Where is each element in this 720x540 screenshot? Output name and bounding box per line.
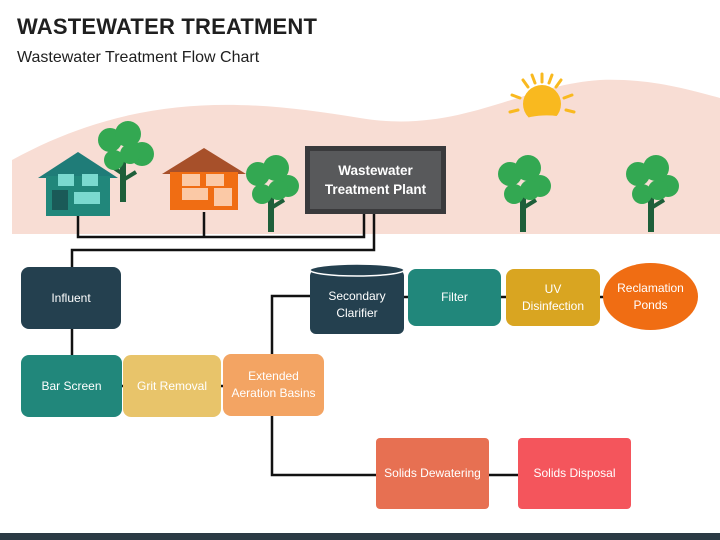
tree-icon [626, 155, 679, 232]
house-icon [162, 148, 246, 210]
node-influent: Influent [21, 267, 121, 329]
node-uv-disinfection: UV Disinfection [506, 269, 600, 326]
page-title: WASTEWATER TREATMENT [17, 14, 318, 39]
node-solids-disposal: Solids Disposal [518, 438, 631, 509]
node-reclamation-ponds: Reclamation Ponds [603, 263, 698, 330]
clarifier-tank-icon [309, 263, 405, 334]
footer-bar [0, 533, 720, 540]
node-grit-removal: Grit Removal [123, 355, 221, 417]
tree-icon [498, 155, 551, 232]
node-filter: Filter [408, 269, 501, 326]
sun-icon [508, 72, 576, 134]
connector-lines [70, 212, 604, 477]
treatment-plant-box: Wastewater Treatment Plant [305, 146, 446, 214]
house-icon [38, 152, 118, 216]
node-secondary-clarifier: Secondary Clarifier [328, 289, 386, 320]
node-extended-aeration: Extended Aeration Basins [223, 354, 324, 416]
page-subtitle: Wastewater Treatment Flow Chart [17, 49, 260, 66]
tree-icon [246, 155, 299, 232]
tree-icon [98, 121, 154, 202]
node-bar-screen: Bar Screen [21, 355, 122, 417]
node-solids-dewatering: Solids Dewatering [376, 438, 489, 509]
